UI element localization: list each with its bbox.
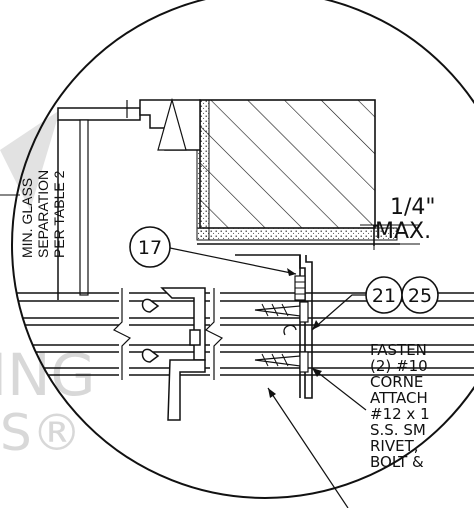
fastener-note: FASTEN (2) #10 CORNE ATTACH #12 x 1 S.S.… (311, 341, 430, 471)
fastener-note-leader (311, 367, 367, 411)
fastener-note-line-2: (2) #10 (370, 357, 428, 375)
fastener-note-line-7: RIVET, (370, 437, 419, 455)
bottom-leader (267, 387, 349, 508)
fastener-note-line-1: FASTEN (370, 341, 427, 359)
callout-17: 17 (129, 226, 297, 276)
screw-lower (254, 351, 309, 373)
callout-25-label: 25 (408, 285, 432, 307)
callout-21-25: 21 25 (311, 276, 439, 331)
concrete-block (196, 99, 400, 245)
extrusion-profile (141, 287, 206, 421)
glass-separation-note: MIN. GLASS SEPARATION PER TABLE 2 (0, 170, 67, 258)
fastener-note-line-5: #12 x 1 (370, 405, 430, 423)
dimension-1-4-max: 1/4" MAX. (360, 195, 436, 250)
dimension-value: 1/4" (390, 195, 436, 220)
glass-note-line-3: PER TABLE 2 (51, 170, 67, 258)
glass-pane-edge (79, 119, 89, 296)
fastener-top (294, 275, 306, 301)
callout-17-leader (169, 247, 297, 275)
detail-boundary-circle (11, 0, 474, 499)
callout-21-label: 21 (372, 285, 396, 307)
frame-top-flange (57, 107, 141, 121)
dimension-max: MAX. (375, 219, 431, 244)
mullion-top-wedge (157, 97, 187, 151)
mullion-top (126, 97, 201, 151)
fastener-note-line-3: CORNE (370, 373, 423, 391)
glass-note-line-1: MIN. GLASS (19, 178, 35, 258)
callout-21-leader (311, 294, 366, 331)
detail-content (12, 97, 474, 421)
watermark-text-2: S® (0, 404, 82, 462)
fastener-note-line-6: S.S. SM (370, 421, 426, 439)
sealant-horizontal (196, 227, 398, 241)
callout-17-label: 17 (138, 237, 162, 259)
glass-note-line-2: SEPARATION (35, 170, 51, 258)
fastener-note-line-4: ATTACH (370, 389, 428, 407)
screw-upper (254, 301, 309, 323)
break-marks (112, 288, 224, 380)
concrete-block-hatch (199, 99, 376, 229)
fastener-note-line-8: BOLT & (370, 453, 424, 471)
spring-clip (283, 324, 297, 336)
watermark-logo-shape (0, 110, 60, 210)
